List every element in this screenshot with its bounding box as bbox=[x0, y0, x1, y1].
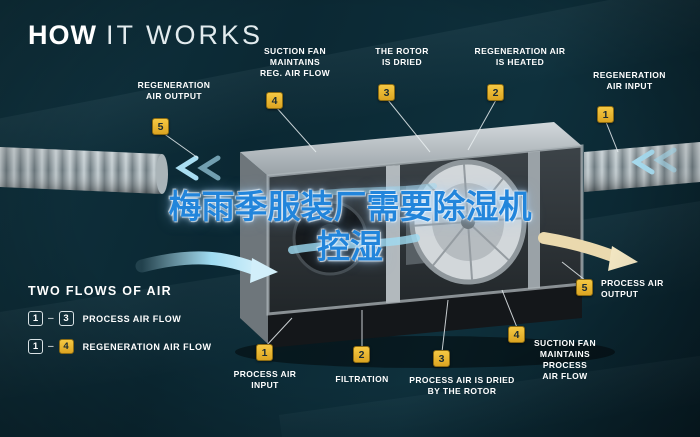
title-word-light: IT WORKS bbox=[105, 20, 263, 50]
callout-rotor-dried: THE ROTOR IS DRIED bbox=[375, 46, 429, 68]
callout-process-air-output: PROCESS AIR OUTPUT bbox=[601, 278, 664, 300]
desiccant-rotor bbox=[409, 159, 527, 285]
legend-badge-from: 1 bbox=[28, 339, 43, 354]
title-word-bold: HOW bbox=[28, 20, 97, 50]
interior-divider bbox=[386, 165, 400, 303]
machine-shadow bbox=[235, 336, 615, 368]
regeneration-output-chevron bbox=[175, 155, 199, 181]
legend-label-process: PROCESS AIR FLOW bbox=[82, 313, 182, 324]
machine-left-panel bbox=[240, 152, 268, 344]
callout-regeneration-air-output: REGENERATION AIR OUTPUT bbox=[137, 80, 211, 102]
interior-divider bbox=[528, 151, 540, 289]
legend-dash: – bbox=[48, 341, 54, 352]
callout-badge-4: 4 bbox=[266, 92, 283, 109]
dehumidifier-unit bbox=[235, 122, 615, 368]
callout-badge-5-right: 5 bbox=[576, 279, 593, 296]
callout-suction-fan-reg: SUCTION FAN MAINTAINS REG. AIR FLOW bbox=[259, 46, 331, 79]
callout-badge-2-bottom: 2 bbox=[353, 346, 370, 363]
process-air-output-arrowhead bbox=[608, 246, 638, 271]
process-air-input-arrowhead bbox=[250, 258, 278, 283]
callout-suction-fan-process: SUCTION FAN MAINTAINS PROCESS AIR FLOW bbox=[533, 338, 596, 382]
interior-flow-arrow bbox=[297, 183, 437, 199]
callout-lines bbox=[162, 99, 619, 353]
airflow-arrows bbox=[135, 147, 677, 283]
legend-title: TWO FLOWS OF AIR bbox=[28, 284, 172, 298]
callout-badge-1-bottom: 1 bbox=[256, 344, 273, 361]
callout-process-air-dried: PROCESS AIR IS DRIED BY THE ROTOR bbox=[409, 375, 515, 397]
callout-badge-1: 1 bbox=[597, 106, 614, 123]
callout-badge-2: 2 bbox=[487, 84, 504, 101]
regeneration-input-chevron bbox=[631, 149, 655, 175]
callout-regeneration-air-input: REGENERATION AIR INPUT bbox=[593, 70, 666, 92]
callout-filtration: FILTRATION bbox=[335, 374, 389, 384]
callout-badge-5: 5 bbox=[152, 118, 169, 135]
machine-top-panel bbox=[240, 122, 582, 176]
regeneration-output-chevron bbox=[197, 155, 221, 181]
callout-regeneration-air-heated: REGENERATION AIR IS HEATED bbox=[474, 46, 566, 68]
legend-label-regeneration: REGENERATION AIR FLOW bbox=[82, 341, 212, 352]
machine-base bbox=[268, 282, 582, 348]
callout-badge-3: 3 bbox=[378, 84, 395, 101]
regeneration-output-duct bbox=[0, 147, 168, 194]
regeneration-input-chevron bbox=[653, 147, 677, 173]
legend-badge-from: 1 bbox=[28, 311, 43, 326]
page-title: HOW IT WORKS bbox=[28, 20, 263, 51]
legend-badge-to: 3 bbox=[58, 311, 74, 326]
legend: TWO FLOWS OF AIR 1 – 3 PROCESS AIR FLOW … bbox=[28, 284, 212, 354]
callout-badge-4-bottom: 4 bbox=[508, 326, 525, 343]
legend-badge-to: 4 bbox=[58, 339, 74, 354]
callout-badge-3-bottom: 3 bbox=[433, 350, 450, 367]
callout-process-air-input: PROCESS AIR INPUT bbox=[233, 369, 297, 391]
suction-fan bbox=[292, 200, 368, 276]
legend-row-process: 1 – 3 PROCESS AIR FLOW bbox=[28, 311, 212, 326]
interior-flow-arrow bbox=[288, 234, 420, 254]
legend-dash: – bbox=[48, 313, 54, 324]
process-air-input-arrow bbox=[135, 251, 265, 277]
legend-row-regeneration: 1 – 4 REGENERATION AIR FLOW bbox=[28, 339, 212, 354]
